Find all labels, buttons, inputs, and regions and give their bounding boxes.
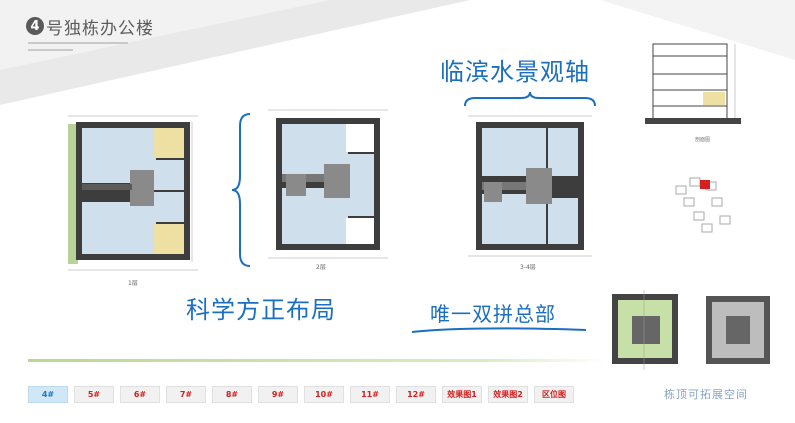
page-title: 4 号独栋办公楼 <box>26 12 154 40</box>
nav-item-10[interactable]: 10# <box>304 386 344 403</box>
building-nav: 4# 5# 6# 7# 8# 9# 10# 11# 12# 效果图1 效果图2 … <box>28 386 574 403</box>
roof-plan-green <box>612 290 678 370</box>
green-divider <box>28 359 608 362</box>
section-label: 剖面图 <box>695 137 711 143</box>
floor-plan-2f <box>268 109 388 259</box>
roof-plan-hatched <box>706 296 770 364</box>
site-location-map <box>675 177 731 233</box>
plan-label-1f: 1层 <box>128 280 138 287</box>
nav-item-7[interactable]: 7# <box>166 386 206 403</box>
nav-item-11[interactable]: 11# <box>350 386 390 403</box>
nav-item-5[interactable]: 5# <box>74 386 114 403</box>
nav-item-6[interactable]: 6# <box>120 386 160 403</box>
headline-layout: 科学方正布局 <box>186 296 336 324</box>
floor-plan-3-4f <box>468 115 592 257</box>
nav-item-4[interactable]: 4# <box>28 386 68 403</box>
building-number-badge: 4 <box>26 17 44 35</box>
headline-riverside: 临滨水景观轴 <box>440 58 590 86</box>
floor-plan-1f <box>68 115 198 271</box>
headline-hq: 唯一双拼总部 <box>430 302 556 326</box>
plan-label-2f: 2层 <box>316 264 326 271</box>
curly-brace <box>231 113 251 267</box>
headline-underline <box>411 327 587 333</box>
roof-caption: 栋顶可拓展空间 <box>664 388 748 401</box>
nav-item-12[interactable]: 12# <box>396 386 436 403</box>
nav-item-8[interactable]: 8# <box>212 386 252 403</box>
nav-item-render-1[interactable]: 效果图1 <box>442 386 482 403</box>
building-section <box>645 43 741 124</box>
plan-label-3-4f: 3-4层 <box>520 264 536 271</box>
nav-item-location[interactable]: 区位图 <box>534 386 574 403</box>
header-decoration <box>0 0 795 105</box>
bracket-over-plan-3f <box>464 92 596 107</box>
subtitle-lines <box>28 42 128 51</box>
nav-item-9[interactable]: 9# <box>258 386 298 403</box>
nav-item-render-2[interactable]: 效果图2 <box>488 386 528 403</box>
page-title-text: 号独栋办公楼 <box>46 18 154 39</box>
